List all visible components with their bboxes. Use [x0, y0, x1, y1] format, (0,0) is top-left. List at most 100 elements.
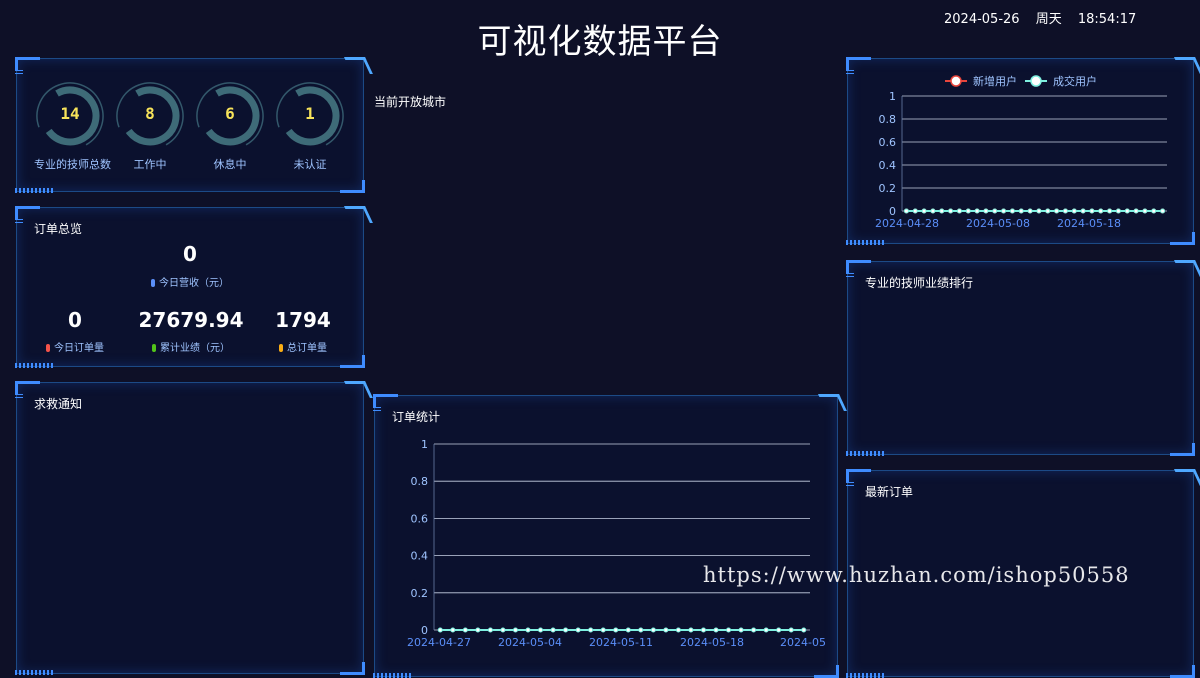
x-tick-label: 2024-04-28 [875, 217, 939, 230]
x-tick-label: 2024-04-27 [407, 636, 471, 649]
open-cities-title: 当前开放城市 [374, 95, 447, 109]
data-point [650, 627, 656, 633]
y-tick-label: 1 [889, 90, 896, 103]
y-tick-label: 0.8 [879, 113, 897, 126]
data-point [956, 208, 962, 214]
data-point [613, 627, 619, 633]
cumulative-value: 27679.94 [138, 308, 244, 332]
data-point [921, 208, 927, 214]
data-point [1089, 208, 1095, 214]
rescue-panel: 求救通知 [15, 381, 373, 675]
today-orders-value: 0 [68, 308, 82, 332]
data-point [688, 627, 694, 633]
data-point [1124, 208, 1130, 214]
page-title: 可视化数据平台 [477, 22, 723, 62]
tech-stats-panel [15, 57, 373, 193]
data-point [1036, 208, 1042, 214]
x-tick-label: 2024-05-11 [589, 636, 653, 649]
data-point [1133, 208, 1139, 214]
data-point [903, 208, 909, 214]
today-revenue-label: 今日营收（元） [130, 274, 250, 289]
data-point [462, 627, 468, 633]
gauge-value: 6 [225, 104, 235, 123]
total-orders-value: 1794 [275, 308, 331, 332]
legend-marker [1030, 75, 1042, 87]
data-point [525, 627, 531, 633]
data-point [930, 208, 936, 214]
data-point [1080, 208, 1086, 214]
y-tick-label: 0 [421, 624, 428, 637]
data-point [965, 208, 971, 214]
data-point [437, 627, 443, 633]
y-tick-label: 0.2 [879, 182, 897, 195]
data-point [1009, 208, 1015, 214]
data-point [700, 627, 706, 633]
gauge-label: 休息中 [213, 158, 247, 171]
gauge-ring [36, 82, 104, 150]
tech-gauge: 1 未认证 [274, 80, 346, 172]
data-point [939, 208, 945, 214]
x-tick-label: 2024-05-18 [1057, 217, 1121, 230]
data-point [1001, 208, 1007, 214]
total-orders-label: 总订单量 [253, 339, 353, 354]
data-point [563, 627, 569, 633]
gauge-value: 1 [305, 104, 315, 123]
data-point [1018, 208, 1024, 214]
data-point [1054, 208, 1060, 214]
tech-gauge: 6 休息中 [194, 80, 266, 172]
y-tick-label: 0.6 [411, 512, 429, 525]
y-tick-label: 0.8 [411, 475, 429, 488]
rescue-title: 求救通知 [34, 397, 83, 411]
clock-time: 18:54:17 [1077, 12, 1137, 27]
data-point [512, 627, 518, 633]
watermark: https://www.huzhan.com/ishop50558 [703, 563, 1130, 587]
order-overview-title: 订单总览 [34, 222, 83, 236]
gauge-ring [196, 82, 264, 150]
cumulative-label: 累计业绩（元） [131, 339, 251, 354]
data-point [948, 208, 954, 214]
y-tick-label: 0.6 [879, 136, 897, 149]
data-point [1027, 208, 1033, 214]
data-point [487, 627, 493, 633]
data-point [450, 627, 456, 633]
data-point [638, 627, 644, 633]
data-point [776, 627, 782, 633]
data-point [575, 627, 581, 633]
clock-date: 2024-05-26 [944, 12, 1020, 27]
data-point [1071, 208, 1077, 214]
data-point [538, 627, 544, 633]
legend-label: 成交用户 [1053, 74, 1097, 88]
data-point [1098, 208, 1104, 214]
total-orders-dot [279, 344, 283, 352]
clock: 2024-05-26 周天 18:54:17 [944, 8, 1148, 27]
data-point [912, 208, 918, 214]
gauge-ring [276, 82, 344, 150]
data-point [983, 208, 989, 214]
data-point [1160, 208, 1166, 214]
x-tick-label: 2024-05 [780, 636, 826, 649]
cumulative-dot [152, 344, 156, 352]
data-point [992, 208, 998, 214]
data-point [1151, 208, 1157, 214]
y-tick-label: 0.4 [879, 159, 897, 172]
today-revenue-value: 0 [183, 242, 197, 266]
y-tick-label: 0.2 [411, 587, 429, 600]
data-point [751, 627, 757, 633]
data-point [1115, 208, 1121, 214]
y-tick-label: 0 [889, 205, 896, 218]
data-point [1107, 208, 1113, 214]
data-point [1142, 208, 1148, 214]
gauge-value: 14 [60, 104, 80, 123]
latest-orders-title: 最新订单 [865, 485, 914, 499]
data-point [475, 627, 481, 633]
data-point [801, 627, 807, 633]
legend-marker [950, 75, 962, 87]
data-point [788, 627, 794, 633]
gauge-label: 未认证 [293, 158, 327, 171]
latest-orders-panel: 最新订单 [846, 469, 1200, 678]
data-point [550, 627, 556, 633]
data-point [663, 627, 669, 633]
